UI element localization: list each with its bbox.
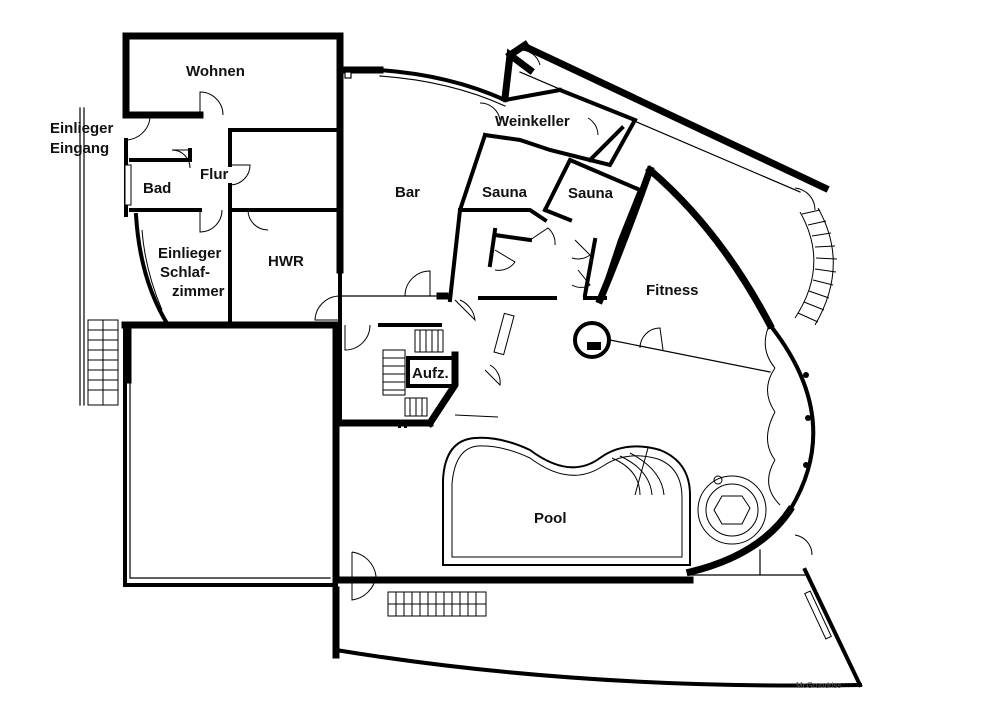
room-labels: Wohnen Einlieger Eingang Flur Bad Bar We… <box>50 63 841 690</box>
label-aufzug: Aufz. <box>412 365 449 382</box>
walls <box>79 32 863 688</box>
label-einlieger-schlaf-3: zimmer <box>172 283 225 300</box>
label-einlieger-eingang-1: Einlieger <box>50 120 114 137</box>
label-bar: Bar <box>395 184 420 201</box>
pool <box>442 312 767 566</box>
label-bad: Bad <box>143 180 171 197</box>
label-fitness: Fitness <box>646 282 699 299</box>
label-einlieger-schlaf-2: Schlaf- <box>160 264 210 281</box>
doors <box>125 49 816 601</box>
label-einlieger-eingang-2: Eingang <box>50 140 109 157</box>
label-weinkeller: Weinkeller <box>495 113 570 130</box>
label-pool: Pool <box>534 510 567 527</box>
label-hwr: HWR <box>268 253 304 270</box>
stairs <box>87 207 838 617</box>
label-sauna-1: Sauna <box>482 184 528 201</box>
label-einlieger-schlaf-1: Einlieger <box>158 245 222 262</box>
windows <box>124 164 832 640</box>
label-sauna-2: Sauna <box>568 185 614 202</box>
watermark: McGrundriss <box>796 681 841 690</box>
label-wohnen: Wohnen <box>186 63 245 80</box>
columns <box>344 71 811 468</box>
label-flur: Flur <box>200 166 228 183</box>
